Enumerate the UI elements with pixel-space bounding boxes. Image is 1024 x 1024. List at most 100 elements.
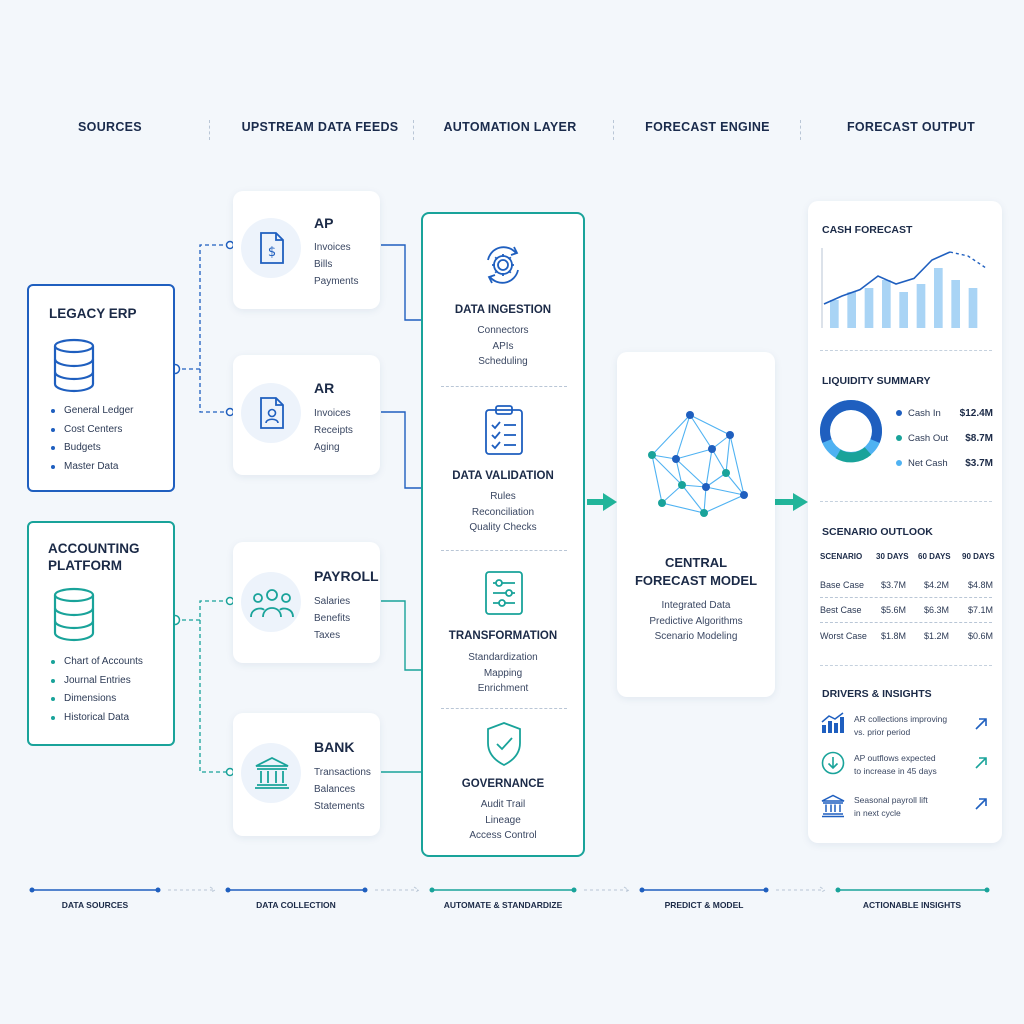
central-forecast-model-card[interactable]: CENTRAL FORECAST MODEL Integrated Data P…	[617, 352, 775, 697]
automation-section-items: Audit Trail Lineage Access Control	[423, 797, 583, 844]
legend-label: Cash Out	[908, 433, 949, 444]
column-header-feeds: UPSTREAM DATA FEEDS	[241, 120, 399, 134]
list-item: Standardization	[468, 652, 538, 663]
bar-trend-icon	[821, 712, 844, 733]
bank-icon	[255, 756, 289, 789]
automation-section-items: Standardization Mapping Enrichment	[423, 650, 583, 697]
list-item: Scheduling	[478, 356, 528, 367]
legacy-erp-card[interactable]: LEGACY ERP General Ledger Cost Centers B…	[27, 284, 175, 492]
sliders-icon	[485, 571, 523, 615]
list-item: Rules	[490, 491, 516, 502]
list-item: Lineage	[485, 814, 521, 826]
list-item: Benefits	[314, 613, 351, 624]
insight-line: AR collections improving	[854, 714, 948, 724]
section-divider	[820, 665, 992, 666]
list-item: Mapping	[483, 667, 523, 679]
engine-items: Integrated Data Predictive Algorithms Sc…	[617, 598, 775, 645]
feed-items: Salaries Benefits Taxes	[314, 593, 350, 644]
liquidity-value: $8.7M	[965, 433, 993, 444]
liquidity-row-cash-out: Cash Out	[896, 433, 948, 444]
automation-section-items: Rules Reconciliation Quality Checks	[423, 489, 583, 536]
insight-line: AP outflows expected	[854, 753, 936, 763]
table-cell: $4.2M	[924, 580, 950, 590]
trend-up-arrow-icon[interactable]	[974, 756, 988, 770]
list-item: Master Data	[50, 458, 134, 477]
list-item: Quality Checks	[469, 522, 537, 533]
bank-icon	[821, 794, 845, 818]
step-label-data-sources: DATA SOURCES	[61, 900, 129, 910]
feed-card-bank[interactable]: BANK Transactions Balances Statements	[233, 713, 380, 836]
feed-title: AR	[314, 380, 335, 396]
list-item: Reconciliation	[471, 506, 535, 518]
row-divider	[820, 622, 992, 623]
list-item: Dimensions	[50, 690, 143, 709]
liquidity-value: $3.7M	[965, 458, 993, 469]
chart-bar	[882, 280, 891, 328]
insight-text: Seasonal payroll lift in next cycle	[854, 794, 964, 819]
liquidity-summary-title: LIQUIDITY SUMMARY	[822, 375, 931, 387]
chart-bar	[830, 300, 839, 328]
insight-line: vs. prior period	[854, 726, 911, 737]
icon-background	[241, 572, 301, 632]
table-cell: $6.3M	[924, 605, 950, 615]
insight-line: to increase in 45 days	[854, 765, 937, 776]
table-header: 90 DAYS	[962, 552, 995, 561]
list-item: Receipts	[314, 425, 353, 436]
section-divider	[441, 550, 567, 551]
feed-title: BANK	[314, 739, 355, 755]
user-document-icon	[260, 397, 284, 429]
trend-up-arrow-icon[interactable]	[974, 717, 988, 731]
feed-card-ap[interactable]: $ AP Invoices Bills Payments	[233, 191, 380, 309]
legend-label: Cash In	[908, 408, 941, 419]
step-label-data-collection: DATA COLLECTION	[256, 900, 336, 910]
liquidity-row-net-cash: Net Cash	[896, 458, 948, 469]
table-cell: Worst Case	[820, 631, 867, 641]
list-item: Audit Trail	[480, 799, 526, 810]
header-separator	[413, 120, 414, 140]
list-item: Journal Entries	[50, 672, 143, 691]
feed-title: AP	[314, 215, 334, 231]
insight-text: AR collections improving vs. prior perio…	[854, 713, 964, 738]
list-item: Statements	[314, 801, 365, 812]
title-line: ACCOUNTING	[48, 541, 140, 556]
table-cell: Base Case	[820, 580, 865, 590]
accounting-platform-card[interactable]: ACCOUNTING PLATFORM Chart of Accounts Jo…	[27, 521, 175, 746]
list-item: Connectors	[477, 325, 529, 336]
table-cell: $5.6M	[881, 605, 907, 615]
table-cell: $3.7M	[881, 580, 907, 590]
automation-section-items: Connectors APIs Scheduling	[423, 323, 583, 370]
list-item: General Ledger	[50, 402, 134, 421]
liquidity-donut-chart	[820, 400, 882, 463]
list-item: Integrated Data	[661, 600, 731, 611]
row-divider	[820, 597, 992, 598]
feed-items: Invoices Receipts Aging	[314, 405, 353, 456]
list-item: Invoices	[314, 408, 351, 419]
feed-items: Invoices Bills Payments	[314, 239, 358, 290]
section-divider	[820, 350, 992, 351]
feed-card-ar[interactable]: AR Invoices Receipts Aging	[233, 355, 380, 475]
automation-section-title: DATA VALIDATION	[452, 470, 554, 482]
section-divider	[441, 708, 567, 709]
header-separator	[613, 120, 614, 140]
chart-bar	[934, 268, 943, 328]
insight-text: AP outflows expected to increase in 45 d…	[854, 752, 964, 777]
trend-up-arrow-icon[interactable]	[974, 797, 988, 811]
table-header: SCENARIO	[820, 552, 863, 561]
table-cell: Best Case	[820, 605, 862, 615]
table-cell: $7.1M	[968, 605, 994, 615]
list-item: Salaries	[314, 596, 351, 607]
gear-cycle-icon	[487, 246, 519, 284]
liquidity-row-cash-in: Cash In	[896, 408, 941, 419]
down-arrow-circle-icon	[821, 751, 845, 775]
scenario-outlook-title: SCENARIO OUTLOOK	[822, 526, 933, 538]
section-divider	[441, 386, 567, 387]
dollar-document-icon: $	[260, 232, 284, 264]
drivers-insights-title: DRIVERS & INSIGHTS	[822, 688, 932, 700]
icon-background	[241, 383, 301, 443]
automation-layer-panel[interactable]: DATA INGESTION Connectors APIs Schedulin…	[421, 212, 585, 857]
legend-dot	[896, 410, 902, 416]
title-line: CENTRAL	[664, 555, 728, 570]
list-item: Budgets	[50, 439, 134, 458]
feed-card-payroll[interactable]: PAYROLL Salaries Benefits Taxes	[233, 542, 380, 663]
list-item: Payments	[314, 276, 359, 287]
